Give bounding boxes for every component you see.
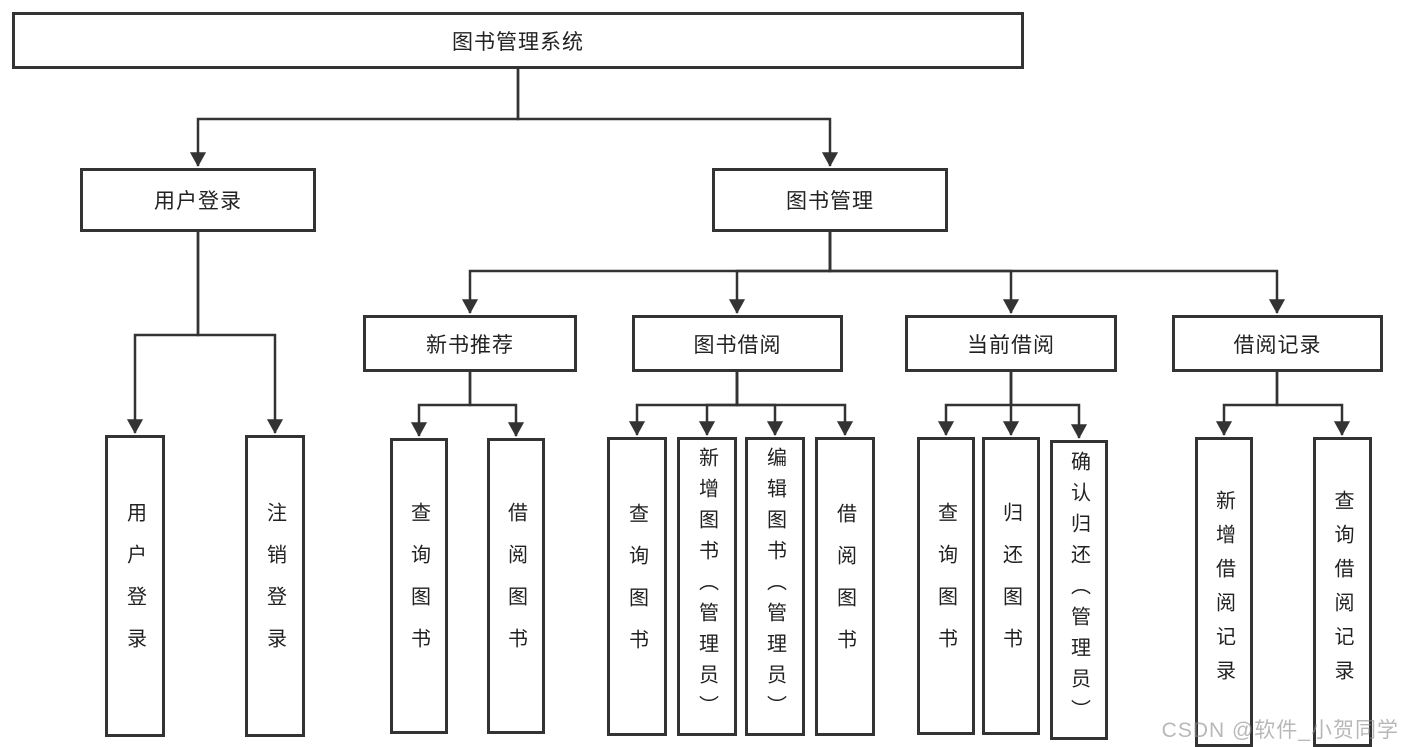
- node-root: 图书管理系统: [12, 12, 1024, 69]
- connector-book-mgmt-to-borrow-records: [828, 232, 1286, 314]
- node-leaf-confirm-return: 确认归还（管理员）: [1050, 440, 1108, 740]
- node-user-login: 用户登录: [80, 168, 316, 232]
- node-leaf-add-record: 新增借阅记录: [1195, 437, 1253, 747]
- node-new-book-rec: 新书推荐: [363, 315, 577, 372]
- connector-book-borrow-to-edit-book: [735, 372, 784, 436]
- node-leaf-edit-book: 编辑图书（管理员）: [745, 437, 805, 736]
- node-book-borrow: 图书借阅: [632, 315, 843, 372]
- connector-root-to-user-login: [189, 69, 520, 167]
- node-borrow-records: 借阅记录: [1172, 315, 1383, 372]
- node-leaf-query-book-1: 查询图书: [390, 438, 448, 734]
- node-current-borrow: 当前借阅: [905, 315, 1117, 372]
- connector-root-to-book-mgmt: [516, 69, 839, 167]
- node-book-mgmt: 图书管理: [712, 168, 948, 232]
- connector-book-borrow-to-query-book-2: [628, 372, 739, 436]
- connector-current-borrow-to-query-book-3: [937, 372, 1013, 436]
- connector-book-borrow-to-add-book: [698, 372, 739, 436]
- node-leaf-add-book: 新增图书（管理员）: [677, 437, 737, 736]
- connector-borrow-records-to-query-record: [1275, 372, 1351, 436]
- node-leaf-query-book-3: 查询图书: [917, 437, 975, 735]
- node-leaf-user-login: 用户登录: [105, 435, 165, 737]
- connector-book-mgmt-to-current-borrow: [828, 232, 1020, 314]
- connector-user-login-to-leaf-user-login: [126, 232, 200, 434]
- connector-book-borrow-to-borrow-book-2: [735, 372, 854, 436]
- connector-current-borrow-to-confirm-return: [1009, 372, 1088, 439]
- watermark: CSDN @软件_小贺同学: [1161, 719, 1399, 742]
- connector-new-book-rec-to-query-book-1: [410, 372, 472, 437]
- connector-borrow-records-to-add-record: [1215, 372, 1279, 436]
- node-leaf-query-record: 查询借阅记录: [1313, 437, 1372, 747]
- connector-book-mgmt-to-book-borrow: [728, 232, 832, 314]
- node-leaf-return-book: 归还图书: [982, 437, 1040, 735]
- node-leaf-query-book-2: 查询图书: [607, 437, 667, 736]
- connector-user-login-to-leaf-logout: [196, 232, 284, 434]
- node-leaf-borrow-book-2: 借阅图书: [815, 437, 875, 736]
- node-leaf-logout: 注销登录: [245, 435, 305, 737]
- connector-book-mgmt-to-new-book-rec: [461, 232, 832, 314]
- node-leaf-borrow-book-1: 借阅图书: [487, 438, 545, 734]
- connector-new-book-rec-to-borrow-book-1: [468, 372, 525, 437]
